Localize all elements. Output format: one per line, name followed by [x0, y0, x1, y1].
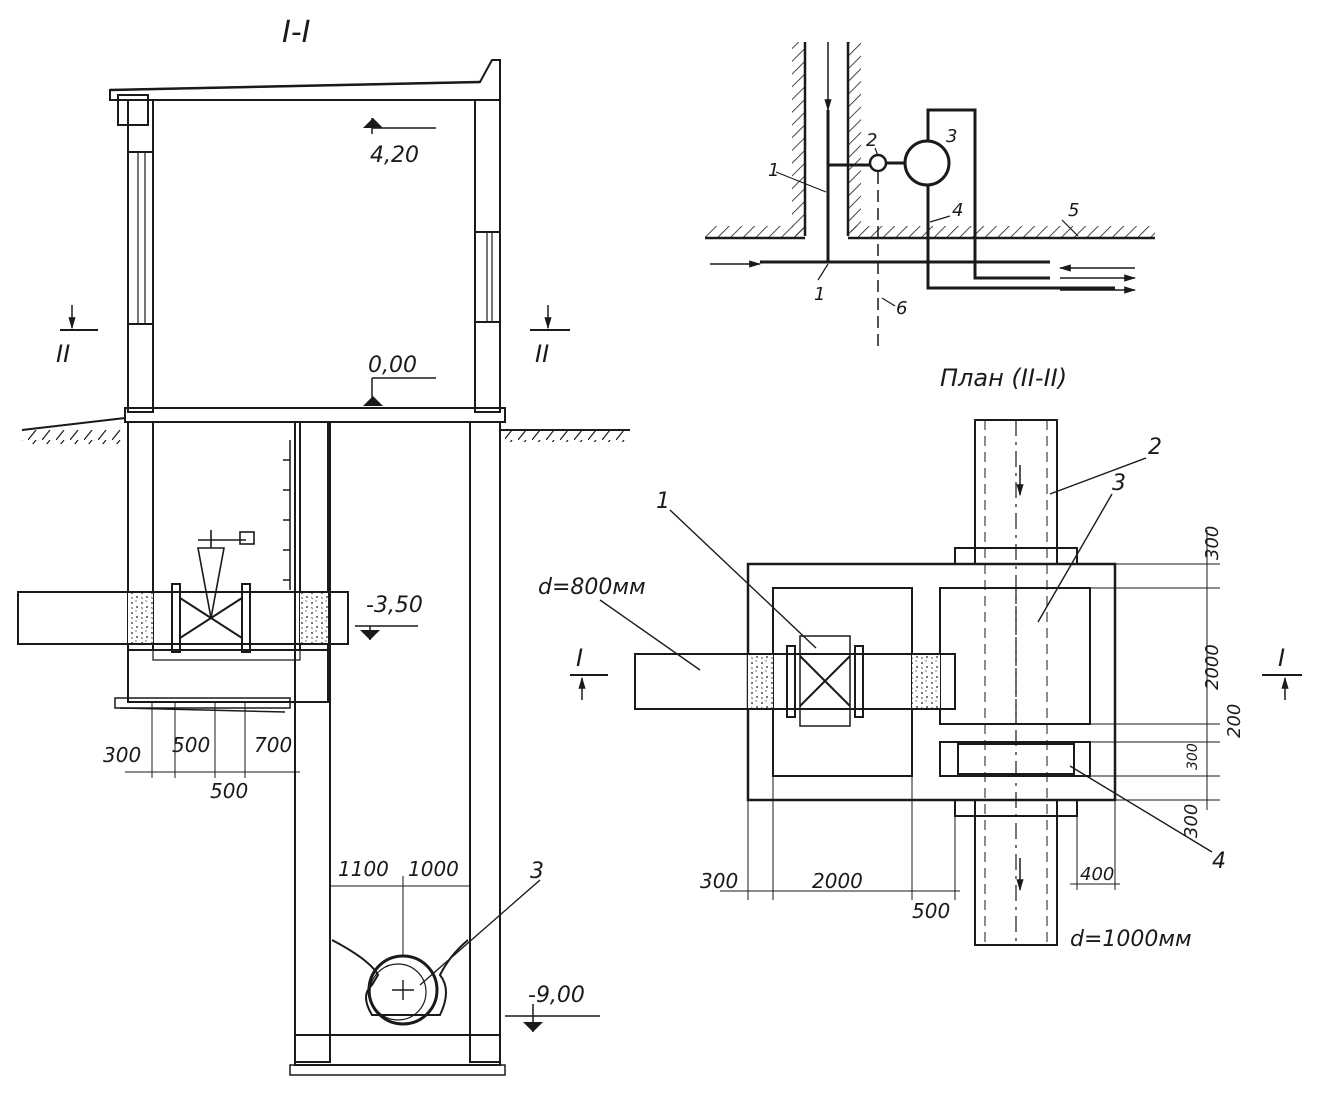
- elev-bottom: -9,00: [528, 983, 585, 1008]
- elev-top: 4,20: [370, 143, 419, 168]
- scheme-label-1-bottom: 1: [814, 284, 825, 305]
- dim-700: 700: [254, 733, 292, 757]
- callout-4: 4: [1212, 849, 1226, 874]
- plan-outlet-pipe: [939, 419, 1091, 946]
- outlet-pipe-cross-section: 3: [331, 859, 544, 1026]
- callout-2: 2: [1148, 435, 1162, 460]
- dim-r-300c: 300: [1181, 804, 1202, 838]
- dim-500b: 500: [210, 779, 248, 803]
- deep-well: [289, 421, 506, 1076]
- floor-slab: [124, 407, 506, 423]
- scheme-label-3: 3: [946, 126, 957, 147]
- scheme-label-4: 4: [952, 200, 963, 221]
- dim-1000: 1000: [408, 857, 459, 881]
- cut-markers-ii: II II: [56, 305, 570, 368]
- plan-cut-left-label: I: [576, 644, 583, 672]
- dim-r-300b: 300: [1185, 743, 1201, 770]
- scheme-label-6: 6: [896, 298, 907, 319]
- plan-cut-right-label: I: [1278, 644, 1285, 672]
- plan-dims-right: 300 2000 200 300 300: [1090, 526, 1245, 838]
- dimensions-bottom: 300 500 700 500: [103, 702, 300, 803]
- scheme-label-1-top: 1: [768, 160, 779, 181]
- dim-b-500: 500: [912, 899, 950, 923]
- dim-1100: 1100: [338, 857, 389, 881]
- elevation-markers: 4,20 0,00 -3,50 -9,00: [355, 118, 600, 1032]
- dim-300: 300: [103, 743, 141, 767]
- callout-3: 3: [1112, 471, 1126, 496]
- dim-r-2000: 2000: [1202, 644, 1223, 690]
- cut-markers-i: I I: [570, 644, 1302, 700]
- dimensions-well: 1100 1000: [330, 857, 470, 955]
- roof: [109, 59, 501, 126]
- dim-r-200: 200: [1224, 704, 1245, 738]
- dim-500: 500: [172, 733, 210, 757]
- label-d800: d=800мм: [538, 575, 646, 600]
- section-view: I-I: [17, 15, 630, 1076]
- building-walls: [127, 99, 501, 413]
- plan-view: План (II-II): [538, 364, 1302, 952]
- scheme-label-2: 2: [866, 130, 877, 151]
- callout-1: 1: [656, 489, 670, 514]
- plan-inlet-pipe: [634, 635, 956, 727]
- plan-dims-bottom: 300 2000 500 400: [700, 776, 1120, 923]
- dim-b-300: 300: [700, 869, 738, 893]
- ground-line: [21, 417, 630, 444]
- plan-callouts: 1 2 3 4 d=800мм d=1000мм: [538, 435, 1226, 952]
- label-d1000: d=1000мм: [1070, 927, 1192, 952]
- plan-title: План (II-II): [940, 364, 1067, 392]
- dim-b-2000: 2000: [812, 869, 863, 893]
- cut-marker-left-label: II: [56, 340, 70, 368]
- flow-scheme: 1 2 3 1 4 5 6: [705, 42, 1155, 350]
- dim-r-300: 300: [1202, 526, 1223, 560]
- cut-marker-right-label: II: [535, 340, 549, 368]
- scheme-label-5: 5: [1068, 200, 1079, 221]
- elev-pipe: -3,50: [366, 593, 423, 618]
- valve-chamber: [114, 421, 329, 713]
- elev-floor: 0,00: [368, 353, 417, 378]
- label-outlet-pipe: 3: [530, 859, 544, 884]
- inlet-pipe-section: [17, 530, 349, 653]
- section-title: I-I: [282, 15, 311, 50]
- dim-b-400: 400: [1080, 864, 1114, 885]
